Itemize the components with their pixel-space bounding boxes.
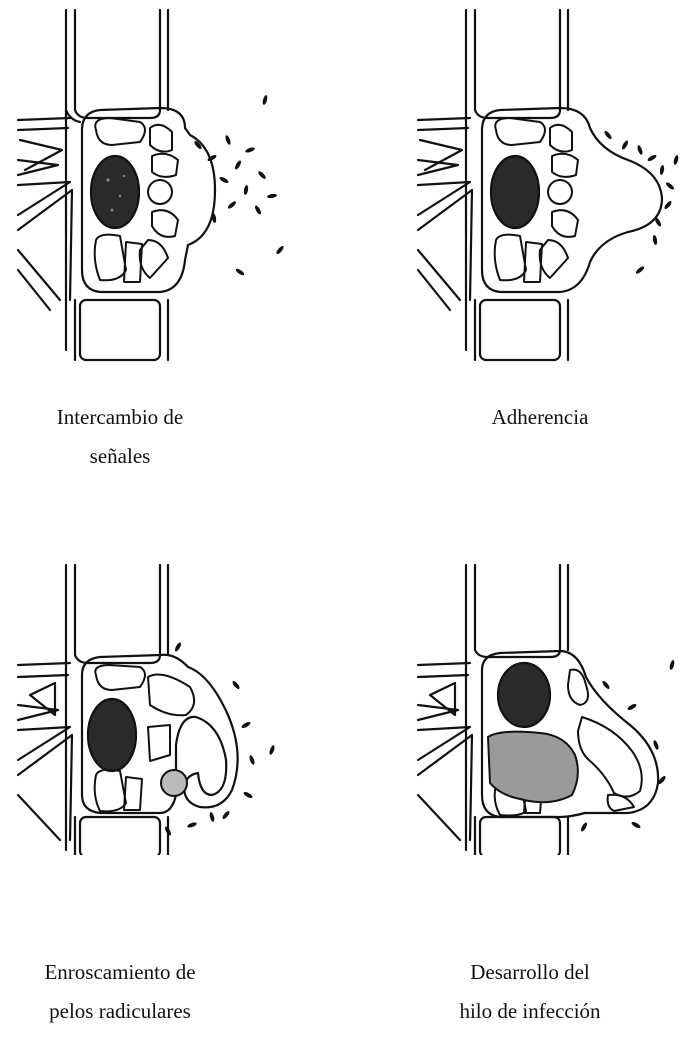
epidermal-cells-left bbox=[18, 663, 72, 840]
trapped-bacteria-pocket bbox=[161, 770, 187, 796]
panel-adherence: Adherencia bbox=[400, 0, 683, 370]
root-cell-illustration-2 bbox=[400, 0, 683, 370]
rhizobia-bacteria bbox=[193, 95, 284, 277]
caption-panel-3: Enroscamiento de pelos radiculares bbox=[5, 953, 235, 1031]
infection-thread bbox=[488, 732, 578, 803]
nucleus bbox=[88, 699, 136, 771]
nucleus bbox=[91, 156, 139, 228]
caption-panel-4: Desarrollo del hilo de infección bbox=[420, 953, 640, 1031]
caption-panel-1: Intercambio de señales bbox=[20, 398, 220, 476]
epidermal-cells-left bbox=[418, 663, 472, 840]
panel-infection-thread: Desarrollo del hilo de infección bbox=[400, 555, 683, 925]
root-cell-illustration-1 bbox=[0, 0, 340, 370]
nucleus bbox=[491, 156, 539, 228]
root-cell-illustration-3 bbox=[0, 555, 340, 855]
root-cell-illustration-4 bbox=[400, 555, 683, 855]
panel-signal-exchange: Intercambio de señales bbox=[0, 0, 340, 370]
epidermal-cells-left bbox=[18, 118, 72, 310]
rhizobia-bacteria bbox=[603, 130, 679, 275]
caption-panel-2: Adherencia bbox=[440, 398, 640, 437]
nucleus bbox=[498, 663, 550, 727]
panel-root-hair-curling: Enroscamiento de pelos radiculares bbox=[0, 555, 340, 925]
epidermal-cells-left bbox=[418, 118, 472, 310]
